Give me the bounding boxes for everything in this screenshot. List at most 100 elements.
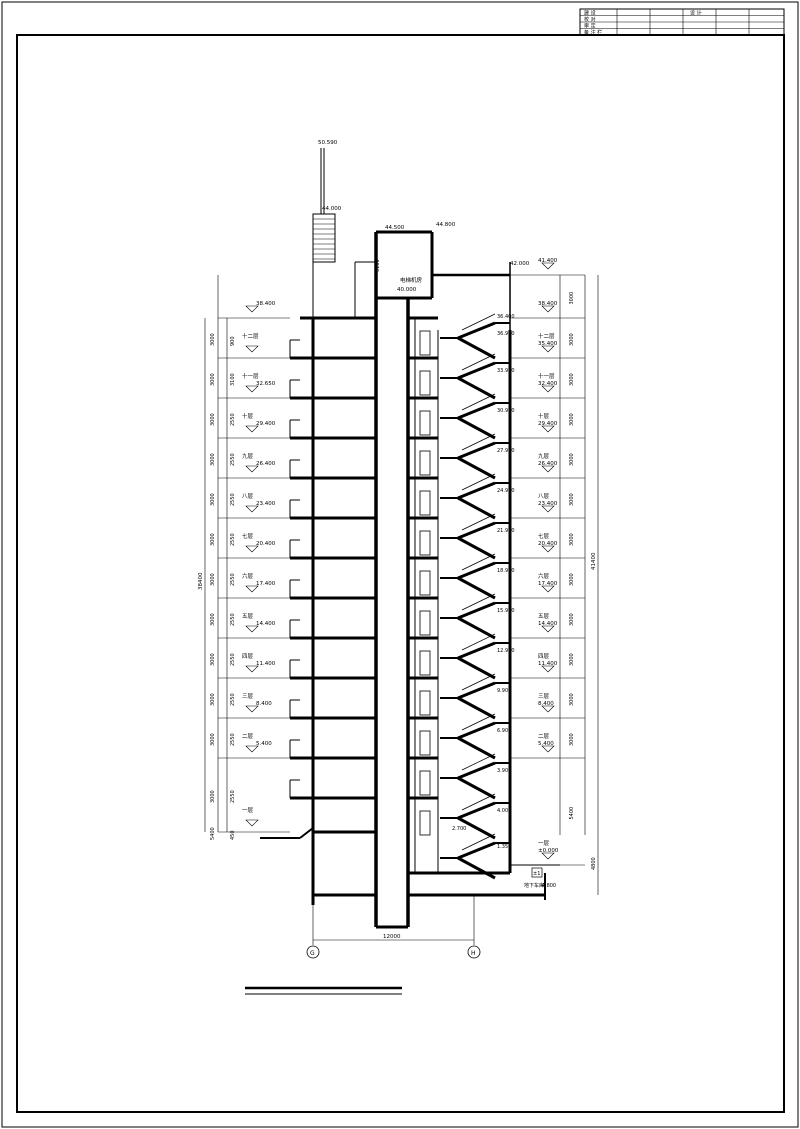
right-level-name: 九层: [538, 452, 550, 460]
right-dim: 3000: [569, 453, 575, 466]
level-marker: [541, 505, 555, 513]
left-dim-inner: 2550: [230, 613, 236, 626]
handrail: [461, 593, 496, 611]
left-dim-inner: 2550: [230, 533, 236, 546]
right-dim: 3000: [569, 693, 575, 706]
stair-flight: [457, 641, 496, 660]
level-marker: [245, 505, 259, 513]
handrail: [461, 313, 496, 331]
level-marker: [245, 745, 259, 753]
right-dim: 3000: [569, 613, 575, 626]
stair-flight: [457, 336, 496, 360]
door: [419, 370, 431, 396]
level-marker: [245, 465, 259, 473]
level-marker: [541, 665, 555, 673]
right-level-elev: 11.400: [538, 661, 558, 667]
left-dim-inner: 2550: [230, 693, 236, 706]
left-dim-inner: 2550: [230, 413, 236, 426]
right-level-elev: 41.400: [538, 258, 558, 264]
stair-level: 6.900: [497, 728, 511, 734]
drawing-border: [16, 34, 785, 1113]
right-dim: 5400: [569, 807, 575, 820]
level-marker: [541, 625, 555, 633]
axis-bubble-right: [467, 945, 481, 959]
level-marker: [245, 665, 259, 673]
left-level-name: 七层: [242, 532, 254, 540]
left-dim-inner: 3100: [230, 373, 236, 386]
entry-mark: ±1: [533, 871, 540, 877]
level-marker: [541, 345, 555, 353]
right-level-name: 一层: [538, 840, 550, 847]
right-level-elev: 23.400: [538, 501, 558, 507]
level-marker: [541, 262, 555, 270]
left-dim-outer: 3000: [210, 573, 216, 586]
right-dim: 3000: [569, 333, 575, 346]
stair-flight: [457, 601, 496, 620]
left-dim-outer: 3000: [210, 790, 216, 803]
stair-level: 30.900: [497, 408, 515, 414]
right-level-elev: 35.400: [538, 341, 558, 347]
right-dim: 3000: [569, 413, 575, 426]
level-marker: [245, 425, 259, 433]
stair-flight: [457, 841, 496, 860]
door: [419, 490, 431, 516]
right-dim: 3000: [569, 653, 575, 666]
stair-flight: [457, 696, 496, 720]
left-level-name: 一层: [242, 807, 254, 814]
level-marker: [541, 425, 555, 433]
level-marker: [541, 585, 555, 593]
door: [419, 610, 431, 636]
door: [419, 730, 431, 756]
level-marker: [245, 705, 259, 713]
handrail: [461, 473, 496, 491]
left-level-elev: 26.400: [256, 461, 276, 467]
left-level-elev: 38.400: [256, 301, 276, 307]
right-level-name: 七层: [538, 532, 550, 540]
right-level-name: 十一层: [538, 372, 555, 380]
left-dim-outer: 3000: [210, 453, 216, 466]
left-dim-inner: 450: [230, 830, 236, 840]
title-row-1: 建 设: [584, 10, 596, 17]
machine-room-level: 40.000: [397, 287, 417, 293]
stair-flight: [457, 481, 496, 500]
title-block: 建 设 校 对 审 定 备 注 栏 设 计: [579, 8, 785, 36]
left-level-name: 十层: [242, 412, 254, 420]
left-dim-inner: 2550: [230, 453, 236, 466]
stair-roof-elev: 44.000: [322, 206, 342, 212]
handrail: [461, 713, 496, 731]
stair-level: 4.000: [497, 808, 511, 814]
right-level-elev: 17.400: [538, 581, 558, 587]
left-dim-outer: 3000: [210, 493, 216, 506]
left-dim-outer: 3000: [210, 693, 216, 706]
title-header: 设 计: [690, 10, 702, 17]
stair-level: 1.350: [497, 844, 511, 850]
level-marker: [245, 345, 259, 353]
left-level-name: 二层: [242, 733, 254, 740]
stair-flight: [457, 376, 496, 400]
door: [419, 810, 431, 836]
axis-label-right: H: [471, 950, 476, 957]
left-dim-inner: 2550: [230, 493, 236, 506]
stair-flight: [457, 361, 496, 380]
right-level-name: 五层: [538, 613, 550, 620]
right-level-elev: 29.400: [538, 421, 558, 427]
stair-flight: [457, 441, 496, 460]
stair-level: 24.900: [497, 488, 515, 494]
basement-dim: 4800: [591, 857, 597, 870]
axis-span: 12000: [383, 934, 401, 940]
stair-flight: [457, 856, 496, 880]
axis-bubble-left: [306, 945, 320, 959]
door: [419, 690, 431, 716]
left-level-elev: 20.400: [256, 541, 276, 547]
right-total-dim: 41400: [591, 552, 597, 570]
stair-level: 36.900: [497, 331, 515, 337]
handrail: [461, 833, 496, 851]
level-marker: [245, 385, 259, 393]
level-marker: [541, 852, 555, 860]
level-marker: [245, 819, 259, 827]
shaft-roof-elev: 44.500: [385, 225, 405, 231]
right-level-name: 十层: [538, 412, 550, 420]
level-marker: [245, 305, 259, 313]
